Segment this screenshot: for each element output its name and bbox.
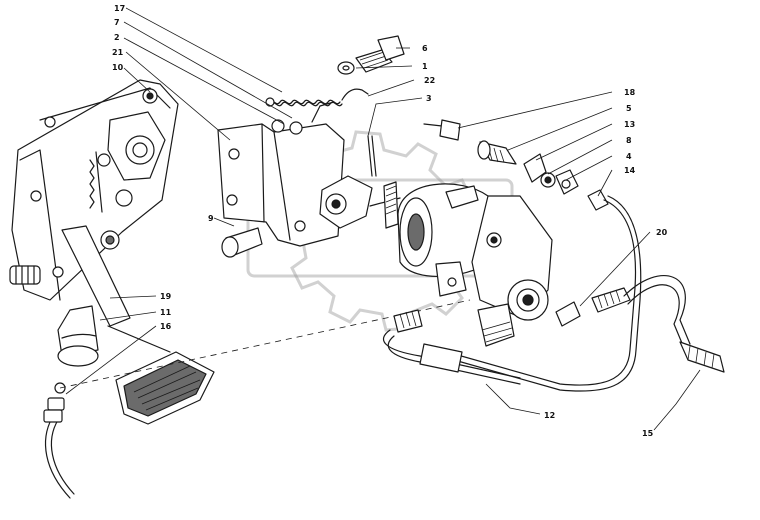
callout-15: 15 <box>642 429 654 438</box>
callout-7: 7 <box>114 18 120 27</box>
callout-1: 1 <box>422 62 428 71</box>
brake-line-lower <box>382 309 521 385</box>
callout-17: 17 <box>114 4 125 13</box>
callout-16: 16 <box>160 322 172 331</box>
callout-19: 19 <box>160 292 172 301</box>
callout-5: 5 <box>626 104 632 113</box>
elbow-fitting <box>555 301 581 327</box>
callout-4: 4 <box>626 152 632 161</box>
callout-18: 18 <box>624 88 636 97</box>
cotter-pin <box>367 135 377 177</box>
bolt-with-washer <box>337 35 405 75</box>
hose-lower-left <box>43 382 75 499</box>
callout-21: 21 <box>112 48 124 57</box>
callout-3: 3 <box>426 94 432 103</box>
callout-8: 8 <box>626 136 632 145</box>
callout-9: 9 <box>208 214 214 223</box>
callout-6: 6 <box>422 44 428 53</box>
upper-fittings <box>423 119 579 195</box>
callout-22: 22 <box>424 76 435 85</box>
master-cylinder-assembly <box>319 175 553 347</box>
leader-lines <box>65 7 701 431</box>
callout-20: 20 <box>656 228 668 237</box>
callout-10: 10 <box>112 63 124 72</box>
callout-2: 2 <box>114 33 120 42</box>
clevis-pin <box>221 227 263 258</box>
mounting-bracket <box>217 101 345 247</box>
brake-line-right <box>439 189 725 392</box>
callout-labels: 17 7 2 21 10 6 1 22 3 18 5 13 8 4 14 9 2… <box>112 4 668 438</box>
callout-13: 13 <box>624 120 635 129</box>
pedal-bracket-assembly <box>9 79 215 425</box>
callout-12: 12 <box>544 411 555 420</box>
callout-11: 11 <box>160 308 172 317</box>
callout-14: 14 <box>624 166 636 175</box>
return-spring <box>265 88 369 107</box>
